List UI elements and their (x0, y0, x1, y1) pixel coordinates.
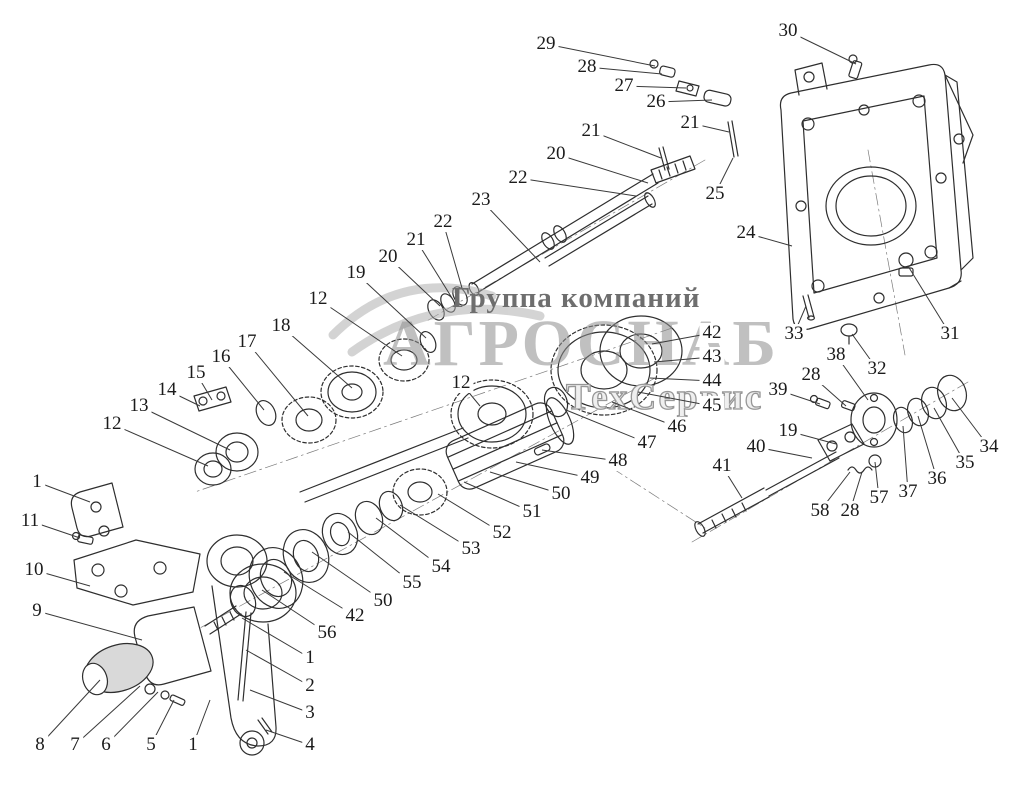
callout-20: 20 (375, 247, 401, 267)
callout-21: 21 (403, 230, 429, 250)
callout-3: 3 (302, 703, 318, 723)
callout-7: 7 (67, 735, 83, 755)
callout-21: 21 (677, 113, 703, 133)
callout-43: 43 (699, 347, 725, 367)
callout-23: 23 (468, 190, 494, 210)
callout-22: 22 (505, 168, 531, 188)
callout-16: 16 (208, 347, 234, 367)
callout-13: 13 (126, 396, 152, 416)
callout-4: 4 (302, 735, 318, 755)
callout-21: 21 (578, 121, 604, 141)
callout-20: 20 (543, 144, 569, 164)
callout-46: 46 (664, 417, 690, 437)
callout-38: 38 (823, 345, 849, 365)
callout-11: 11 (17, 511, 43, 531)
callout-30: 30 (775, 21, 801, 41)
callout-19: 19 (775, 421, 801, 441)
callout-42: 42 (699, 323, 725, 343)
callout-35: 35 (952, 453, 978, 473)
callout-36: 36 (924, 469, 950, 489)
callout-32: 32 (864, 359, 890, 379)
callout-41: 41 (709, 456, 735, 476)
callout-58: 58 (807, 501, 833, 521)
callout-34: 34 (976, 437, 1002, 457)
callout-19: 19 (343, 263, 369, 283)
breather-part (840, 323, 858, 345)
callout-8: 8 (32, 735, 48, 755)
callout-49: 49 (577, 468, 603, 488)
callout-52: 52 (489, 523, 515, 543)
callout-25: 25 (702, 184, 728, 204)
callout-9: 9 (29, 601, 45, 621)
callout-55: 55 (399, 573, 425, 593)
callout-26: 26 (643, 92, 669, 112)
callout-28: 28 (798, 365, 824, 385)
callout-37: 37 (895, 482, 921, 502)
callout-57: 57 (866, 488, 892, 508)
callout-45: 45 (699, 396, 725, 416)
callout-53: 53 (458, 539, 484, 559)
callout-29: 29 (533, 34, 559, 54)
callout-14: 14 (154, 380, 180, 400)
callout-47: 47 (634, 433, 660, 453)
callout-33: 33 (781, 324, 807, 344)
callout-1: 1 (302, 648, 318, 668)
callout-15: 15 (183, 363, 209, 383)
callout-44: 44 (699, 371, 725, 391)
callout-39: 39 (765, 380, 791, 400)
callout-12: 12 (305, 289, 331, 309)
upper-shaft-part (427, 155, 696, 321)
callout-1: 1 (29, 472, 45, 492)
callout-18: 18 (268, 316, 294, 336)
callout-28: 28 (574, 57, 600, 77)
callout-12: 12 (448, 373, 474, 393)
callout-22: 22 (430, 212, 456, 232)
callout-40: 40 (743, 437, 769, 457)
callout-10: 10 (21, 560, 47, 580)
callout-51: 51 (519, 502, 545, 522)
callout-24: 24 (733, 223, 759, 243)
callout-6: 6 (98, 735, 114, 755)
callout-31: 31 (937, 324, 963, 344)
callout-42: 42 (342, 606, 368, 626)
callout-1: 1 (185, 735, 201, 755)
callout-56: 56 (314, 623, 340, 643)
callout-12: 12 (99, 414, 125, 434)
callout-50: 50 (370, 591, 396, 611)
callout-5: 5 (143, 735, 159, 755)
callout-27: 27 (611, 76, 637, 96)
callout-48: 48 (605, 451, 631, 471)
callout-17: 17 (234, 332, 260, 352)
callout-28: 28 (837, 501, 863, 521)
callout-54: 54 (428, 557, 454, 577)
callout-2: 2 (302, 676, 318, 696)
callout-50: 50 (548, 484, 574, 504)
